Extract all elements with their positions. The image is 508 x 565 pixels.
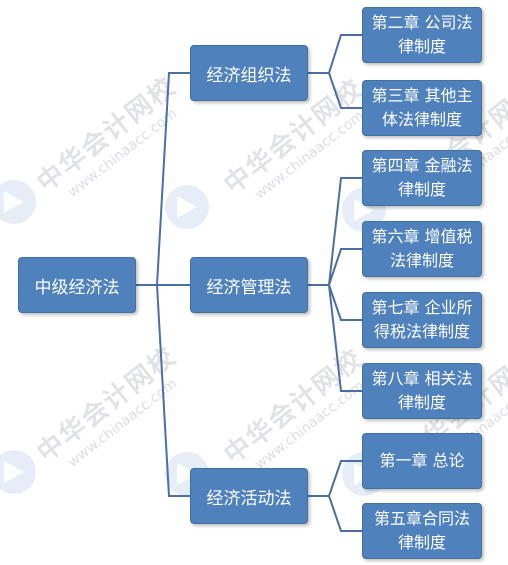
leaf-node-chapter-2[interactable]: 第二章 公司法 律制度 <box>362 7 482 63</box>
leaf-node-chapter-1[interactable]: 第一章 总论 <box>362 433 482 489</box>
leaf-node-chapter-8[interactable]: 第八章 相关法 律制度 <box>362 363 482 419</box>
leaf-node-line: 第五章合同法 <box>373 509 470 528</box>
leaf-node-chapter-6[interactable]: 第六章 增值税 法律制度 <box>362 221 482 277</box>
leaf-node-line: 第八章 相关法 <box>371 369 473 388</box>
leaf-node-line: 体法律制度 <box>381 110 462 129</box>
connector-b2-c1 <box>308 495 362 532</box>
branch-node-label: 经济活动法 <box>206 488 292 509</box>
leaf-node-chapter-7[interactable]: 第七章 企业所 得税法律制度 <box>362 292 482 348</box>
leaf-node-line: 第七章 企业所 <box>371 298 473 317</box>
leaf-node-line: 第四章 金融法 <box>371 156 473 175</box>
leaf-node-line: 得税法律制度 <box>373 322 470 341</box>
watermark-logo-icon <box>0 450 36 494</box>
leaf-node-line: 第三章 其他主 <box>371 86 473 105</box>
leaf-node-chapter-4[interactable]: 第四章 金融法 律制度 <box>362 150 482 206</box>
leaf-node-line: 第六章 增值税 <box>371 227 473 246</box>
watermark-logo-icon <box>0 180 36 224</box>
branch-node-label: 经济管理法 <box>206 277 292 298</box>
watermark-logo-icon <box>165 185 209 229</box>
leaf-node-line: 律制度 <box>397 393 446 412</box>
leaf-node-line: 律制度 <box>397 533 446 552</box>
branch-node-economic-organization-law[interactable]: 经济组织法 <box>190 45 308 101</box>
leaf-node-chapter-3[interactable]: 第三章 其他主 体法律制度 <box>362 80 482 136</box>
leaf-node-line: 律制度 <box>397 37 446 56</box>
connector-root-b0 <box>136 72 190 286</box>
root-node-label: 中级经济法 <box>34 277 120 298</box>
leaf-node-chapter-5[interactable]: 第五章合同法 律制度 <box>362 503 482 559</box>
connector-b1-c2 <box>308 284 362 321</box>
connector-b0-c0 <box>308 34 362 74</box>
root-node[interactable]: 中级经济法 <box>18 257 136 313</box>
connector-b2-c0 <box>308 460 362 497</box>
branch-node-economic-activity-law[interactable]: 经济活动法 <box>190 468 308 524</box>
connector-b1-c1 <box>308 248 362 286</box>
branch-node-economic-management-law[interactable]: 经济管理法 <box>190 257 308 313</box>
leaf-node-line: 第二章 公司法 <box>371 13 473 32</box>
branch-node-label: 经济组织法 <box>206 65 292 86</box>
connector-b0-c1 <box>308 72 362 109</box>
leaf-node-line: 第一章 总论 <box>379 451 465 470</box>
connector-root-b2 <box>136 284 190 497</box>
leaf-node-line: 法律制度 <box>389 251 454 270</box>
leaf-node-line: 律制度 <box>397 180 446 199</box>
connector-b1-c3 <box>308 284 362 392</box>
